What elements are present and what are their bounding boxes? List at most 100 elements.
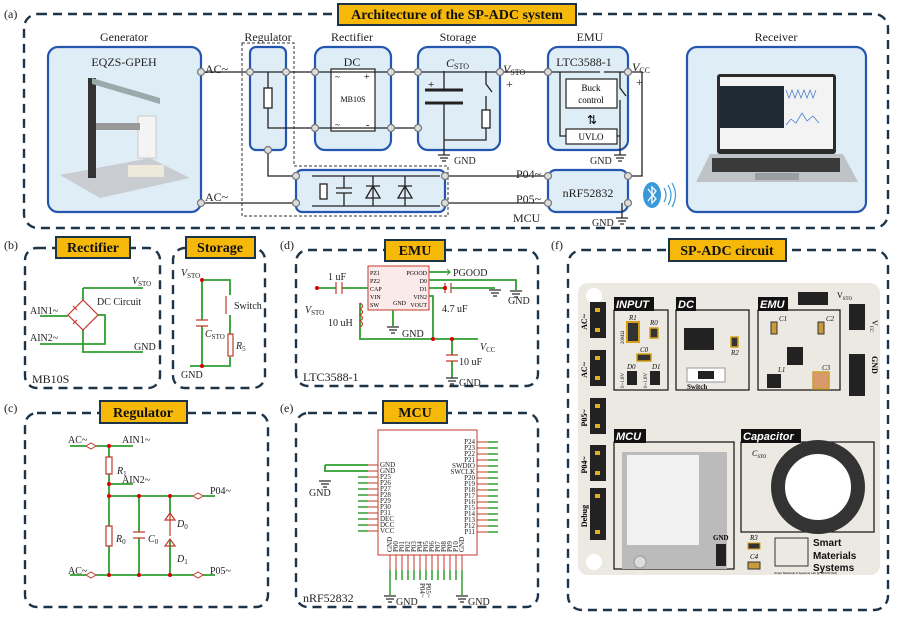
section-label-dc: DC [678, 299, 695, 311]
bidirectional-arrows-icon: ⇅ [587, 113, 597, 127]
d0-part-label: D0 [626, 363, 636, 371]
chip-pin-label: PZ1 [370, 271, 380, 277]
generator-device-image [60, 78, 190, 198]
chip-pin-label: PGOOD [406, 271, 427, 277]
r1-part-label: R1 [628, 314, 637, 322]
r1-value: 20MΩ [621, 331, 626, 344]
c4-part [747, 561, 761, 570]
gnd-label: GND [402, 329, 424, 340]
section-label-emu: EMU [760, 299, 786, 311]
c0-part-label: C0 [640, 346, 649, 354]
arrow-icon [445, 268, 452, 276]
c2-part-label: C2 [826, 315, 835, 323]
chip-pin-label: D0 [420, 279, 427, 285]
r2-part [730, 336, 739, 348]
mcu-pin-label: P17 [464, 492, 475, 500]
mcu-pin-label: GND [458, 537, 466, 552]
gnd-header[interactable] [849, 354, 865, 396]
mcu-pin-label: P03 [410, 541, 418, 552]
vsto-header[interactable] [798, 292, 828, 305]
pgood-label: PGOOD [453, 268, 487, 279]
r0-part-label: R0 [649, 319, 658, 327]
ground-icon [613, 154, 627, 162]
panel-letter: (e) [280, 401, 293, 415]
ground-icon [437, 154, 451, 162]
storage-block [416, 45, 502, 152]
mcu-pin-label: P24 [464, 438, 475, 446]
r1-label: R1 [116, 466, 127, 478]
ac-input-mark: ~ [335, 120, 340, 130]
mcu-pin-label: VCC [380, 527, 395, 535]
mb10s-chip [330, 68, 376, 132]
mcu-gnd-header[interactable] [716, 544, 726, 566]
mcu-pin-label: P07 [434, 541, 442, 552]
mcu-pin-label: P20 [464, 474, 475, 482]
mcu-pin-label: P13 [464, 516, 475, 524]
mcu-pin-label: P14 [464, 510, 475, 518]
header-connector[interactable] [590, 488, 606, 540]
c0-part [636, 353, 652, 362]
section-label-input: INPUT [616, 299, 650, 311]
cap-label: CSTO [205, 329, 225, 341]
gnd-wire [324, 464, 368, 472]
header-pin [595, 494, 600, 498]
pcb-vcc-label: VCC [868, 320, 879, 333]
panel-d-emu: (d) EMU PZ1PZ2CAPVINSWPGOODD0D1VIN2VOUT … [280, 238, 540, 389]
mcu-pin-label: P09 [446, 541, 454, 552]
r1-part [626, 321, 640, 343]
header-connector[interactable] [590, 350, 606, 386]
r2-part-label: R2 [730, 349, 739, 357]
p04-label: P04~ [516, 167, 542, 181]
rectifier-label: Rectifier [331, 30, 373, 44]
r0-part [649, 327, 659, 339]
panel-a: (a) Architecture of the SP-ADC system Ge… [4, 3, 890, 230]
gnd-label: GND [454, 156, 476, 167]
regulator-label: Regulator [244, 30, 291, 44]
mcu-pin-label: SWDIO [452, 462, 475, 470]
bluetooth-icon [643, 182, 661, 208]
d0-range: 0~1.8V [621, 373, 626, 388]
panel-title: Architecture of the SP-ADC system [351, 8, 563, 23]
mcu-chip-pins: GNDGNDP25P26P27P28P29P30P31DECDCCVCCP24P… [358, 438, 498, 603]
chip-pin-label: D1 [420, 287, 427, 293]
panel-title: SP-ADC circuit [680, 244, 774, 259]
ac-label: AC~ [68, 435, 88, 446]
emu-label: EMU [577, 30, 604, 44]
ltc3588-part [787, 347, 803, 365]
mcu-pin-label: P06 [428, 541, 436, 552]
header-pin [595, 404, 600, 408]
switch-part-label: Switch [687, 383, 707, 391]
panel-e-mcu: (e) MCU GNDGNDP25P26P27P28P29P30P31DECDC… [280, 400, 540, 609]
header-connector[interactable] [590, 302, 606, 338]
mounting-hole [586, 554, 602, 570]
ground-icon [455, 595, 469, 603]
vcc-header[interactable] [849, 304, 865, 330]
chip-pin-label: SW [370, 303, 379, 309]
mounting-hole [586, 288, 602, 304]
panel-border [23, 246, 162, 390]
chip-pin-label: CAP [370, 287, 382, 293]
ground-icon [383, 595, 397, 603]
mcu-pin-label: P27 [380, 485, 391, 493]
header-connector[interactable] [590, 445, 606, 481]
c1-part [770, 321, 778, 335]
main-wiring [201, 71, 643, 218]
mcu-pin-label: P05 [422, 541, 430, 552]
storage-components [196, 296, 234, 357]
mcu-pin-label: GND [380, 467, 395, 475]
ain2-label: AIN2~ [122, 475, 151, 486]
mcu-pin-label: P22 [464, 450, 475, 458]
storage-wires [190, 279, 231, 367]
c0-label: C0 [148, 534, 159, 546]
header-pin [595, 328, 600, 332]
nrf-module-shield [627, 455, 699, 545]
chip-pin-label: VOUT [410, 303, 427, 309]
generator-block: Generator EQZS-GPEH [46, 30, 203, 214]
mcu-pin-label: P18 [464, 486, 475, 494]
plus-mark: + [364, 72, 370, 83]
header-connector[interactable] [590, 398, 606, 434]
terminal-icon [192, 571, 204, 579]
mcu-pin-label: P04 [416, 541, 424, 552]
ground-icon [488, 289, 502, 297]
panel-letter: (c) [4, 401, 17, 415]
